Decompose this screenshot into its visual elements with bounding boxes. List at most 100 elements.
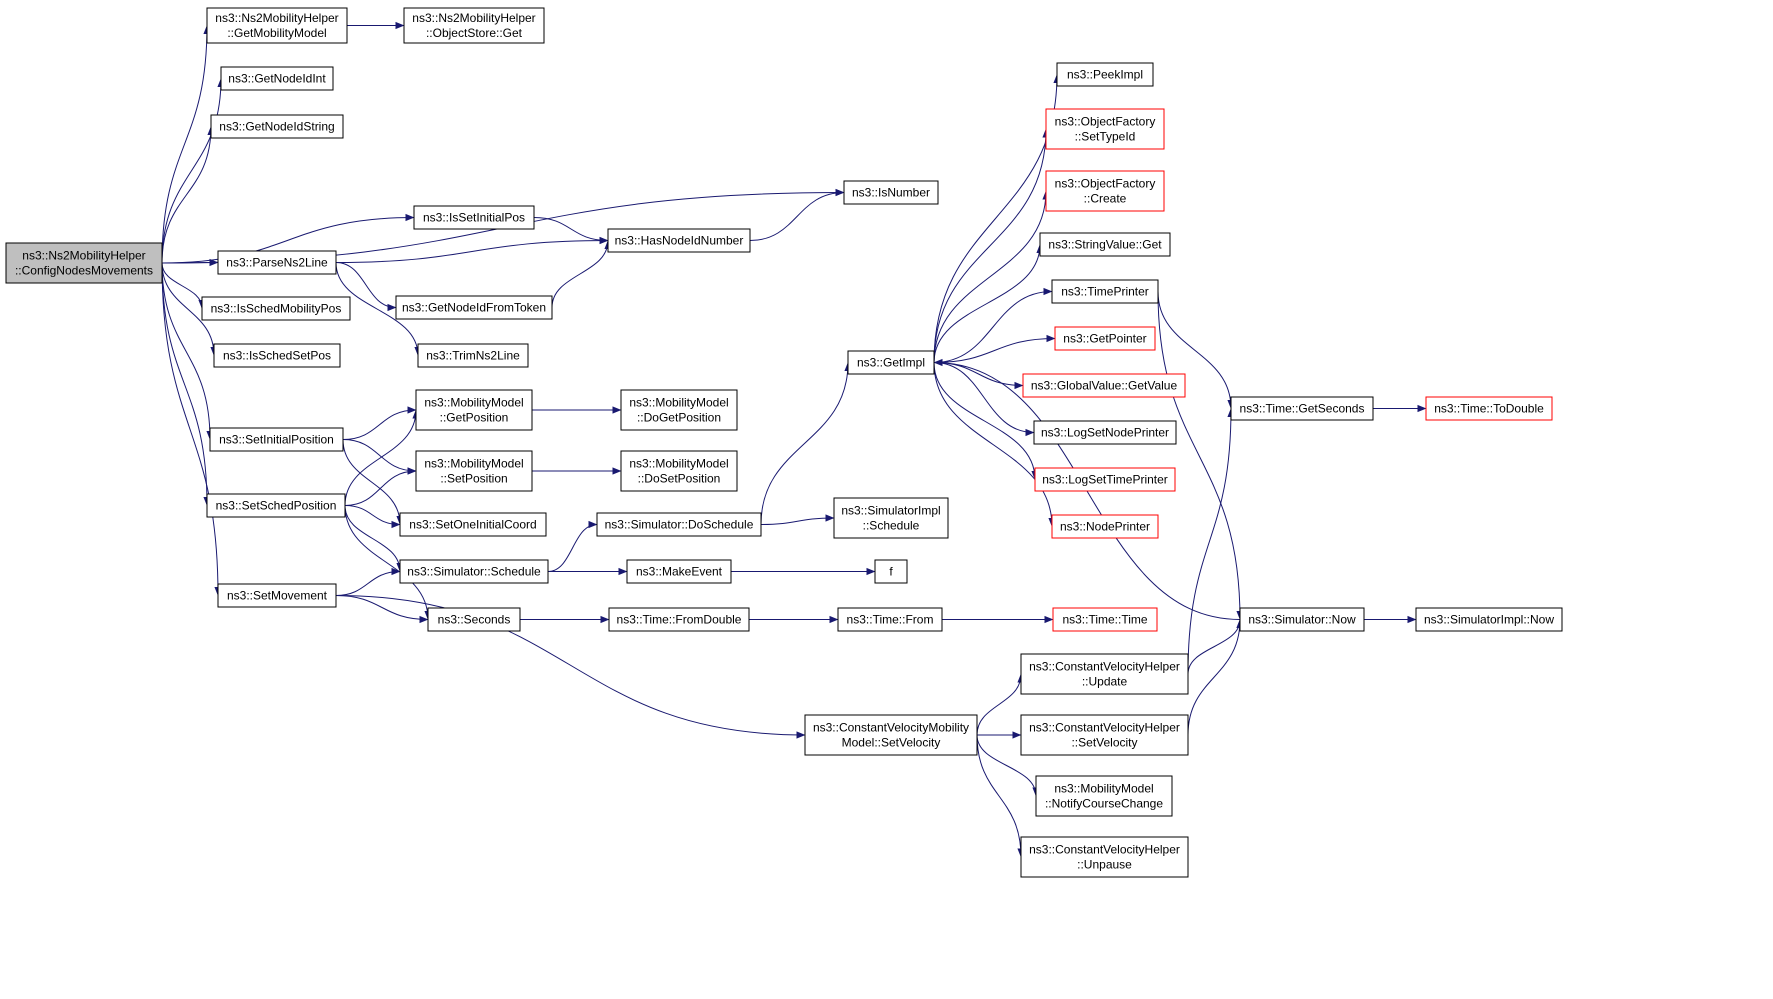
node-getnodeidstring[interactable]: ns3::GetNodeIdString [210,114,344,139]
node-mm_dosetposition[interactable]: ns3::MobilityModel::DoSetPosition [620,450,738,492]
node-seconds[interactable]: ns3::Seconds [427,607,521,632]
node-box [804,714,978,756]
node-label: ns3::Simulator::Schedule [407,565,541,579]
node-box [1035,775,1173,817]
edge-root-to-getmobilitymodel [161,25,211,264]
node-label: ns3::TimePrinter [1061,285,1149,299]
node-logsettimeprinter[interactable]: ns3::LogSetTimePrinter [1034,467,1176,492]
edge-setmovement-to-cvmm_setvelocity [335,595,806,739]
node-setmovement[interactable]: ns3::SetMovement [217,583,337,608]
node-simimpl_now[interactable]: ns3::SimulatorImpl::Now [1415,607,1563,632]
node-label: ns3::MobilityModel [1054,782,1153,796]
node-mm_notifycoursechange[interactable]: ns3::MobilityModel::NotifyCourseChange [1035,775,1173,817]
node-label: ns3::MobilityModel [424,457,523,471]
node-label: f [889,565,893,579]
node-box [209,427,344,452]
node-root[interactable]: ns3::Ns2MobilityHelper::ConfigNodesMovem… [5,242,163,284]
node-nodeprinter[interactable]: ns3::NodePrinter [1051,514,1159,539]
edge-setschedposition-to-setoneinitialcoord [344,505,401,529]
node-cvmm_setvelocity[interactable]: ns3::ConstantVelocityMobilityModel::SetV… [804,714,978,756]
node-label: ::Create [1084,192,1127,206]
edge-parsens2line-to-trimns2line [335,262,422,356]
node-box [415,389,533,431]
node-of_create[interactable]: ns3::ObjectFactory::Create [1045,170,1165,212]
node-issetinitialpos[interactable]: ns3::IsSetInitialPos [413,205,535,230]
node-makeevent[interactable]: ns3::MakeEvent [626,559,732,584]
node-f[interactable]: f [874,559,908,584]
node-sim_schedule[interactable]: ns3::Simulator::Schedule [399,559,549,584]
node-isschedsetpos[interactable]: ns3::IsSchedSetPos [213,343,341,368]
node-box [1045,170,1165,212]
node-cvh_setvelocity[interactable]: ns3::ConstantVelocityHelper::SetVelocity [1020,714,1189,756]
edge-getimpl-to-nodeprinter [933,362,1056,527]
node-time_from[interactable]: ns3::Time::From [837,607,943,632]
node-hasnodeidnumber[interactable]: ns3::HasNodeIdNumber [607,228,751,253]
node-label: ns3::Time::ToDouble [1434,402,1544,416]
node-box [1415,607,1563,632]
node-label: ns3::TrimNs2Line [426,349,520,363]
node-time_time[interactable]: ns3::Time::Time [1052,607,1158,632]
node-trimns2line[interactable]: ns3::TrimNs2Line [417,343,529,368]
node-peekimpl[interactable]: ns3::PeekImpl [1056,62,1154,87]
node-time_todouble[interactable]: ns3::Time::ToDouble [1425,396,1553,421]
node-label: ns3::ConstantVelocityHelper [1029,843,1180,857]
node-mm_getposition[interactable]: ns3::MobilityModel::GetPosition [415,389,533,431]
node-logsetnodeprinter[interactable]: ns3::LogSetNodePrinter [1033,420,1177,445]
edge-root-to-getnodeidint [161,78,225,264]
node-timeprinter[interactable]: ns3::TimePrinter [1051,279,1159,304]
node-sim_now[interactable]: ns3::Simulator::Now [1239,607,1365,632]
node-getimpl[interactable]: ns3::GetImpl [847,350,935,375]
node-objectstoreget[interactable]: ns3::Ns2MobilityHelper::ObjectStore::Get [403,7,545,44]
node-getmobilitymodel[interactable]: ns3::Ns2MobilityHelper::GetMobilityModel [206,7,348,44]
node-label: ns3::IsSchedSetPos [223,349,331,363]
node-label: ns3::GlobalValue::GetValue [1031,379,1178,393]
edge-setinitialposition-to-mm_setposition [342,439,417,475]
node-box [843,180,939,205]
edge-cvh_update-to-sim_now [1187,619,1244,675]
node-stringvalue_get[interactable]: ns3::StringValue::Get [1039,232,1171,257]
node-getpointer[interactable]: ns3::GetPointer [1054,326,1156,351]
node-label: ns3::GetImpl [857,356,925,370]
node-label: ns3::Time::GetSeconds [1240,402,1365,416]
edge-sim_doschedule-to-simimpl_schedule [760,514,835,525]
node-label: ns3::IsSchedMobilityPos [211,302,342,316]
node-label: ::ObjectStore::Get [426,26,523,40]
node-getnodeidint[interactable]: ns3::GetNodeIdInt [220,66,334,91]
node-isschedmobilitypos[interactable]: ns3::IsSchedMobilityPos [201,296,351,321]
node-time_fromdouble[interactable]: ns3::Time::FromDouble [608,607,750,632]
node-time_getseconds[interactable]: ns3::Time::GetSeconds [1230,396,1374,421]
node-box [1039,232,1171,257]
node-box [874,559,908,584]
node-mm_dogetposition[interactable]: ns3::MobilityModel::DoGetPosition [620,389,738,431]
edge-getimpl-to-globalvalue_getvalue [933,362,1024,390]
node-label: ns3::StringValue::Get [1048,238,1162,252]
node-box [1052,607,1158,632]
node-box [5,242,163,284]
edge-issetinitialpos-to-hasnodeidnumber [533,217,609,245]
node-isnumber[interactable]: ns3::IsNumber [843,180,939,205]
node-setschedposition[interactable]: ns3::SetSchedPosition [206,493,346,518]
node-sim_doschedule[interactable]: ns3::Simulator::DoSchedule [596,512,762,537]
node-globalvalue_getvalue[interactable]: ns3::GlobalValue::GetValue [1022,373,1186,398]
node-label: ::Unpause [1077,858,1132,872]
node-getnodeidfromtoken[interactable]: ns3::GetNodeIdFromToken [395,295,553,320]
node-setinitialposition[interactable]: ns3::SetInitialPosition [209,427,344,452]
edge-root-to-parsens2line [161,258,219,267]
call-edges [161,21,1427,858]
edge-getimpl-to-timeprinter [933,287,1053,363]
node-mm_setposition[interactable]: ns3::MobilityModel::SetPosition [415,450,533,492]
node-simimpl_schedule[interactable]: ns3::SimulatorImpl::Schedule [833,497,949,539]
node-cvh_unpause[interactable]: ns3::ConstantVelocityHelper::Unpause [1020,836,1189,878]
node-box [399,512,547,537]
node-of_settypeid[interactable]: ns3::ObjectFactory::SetTypeId [1045,108,1165,150]
node-setoneinitialcoord[interactable]: ns3::SetOneInitialCoord [399,512,547,537]
node-box [1033,420,1177,445]
node-box [206,493,346,518]
node-cvh_update[interactable]: ns3::ConstantVelocityHelper::Update [1020,653,1189,695]
node-label: ns3::Simulator::Now [1248,613,1356,627]
edge-root-to-setschedposition [161,262,211,506]
node-parsens2line[interactable]: ns3::ParseNs2Line [217,250,337,275]
node-box [626,559,732,584]
node-label: ns3::NodePrinter [1060,520,1150,534]
